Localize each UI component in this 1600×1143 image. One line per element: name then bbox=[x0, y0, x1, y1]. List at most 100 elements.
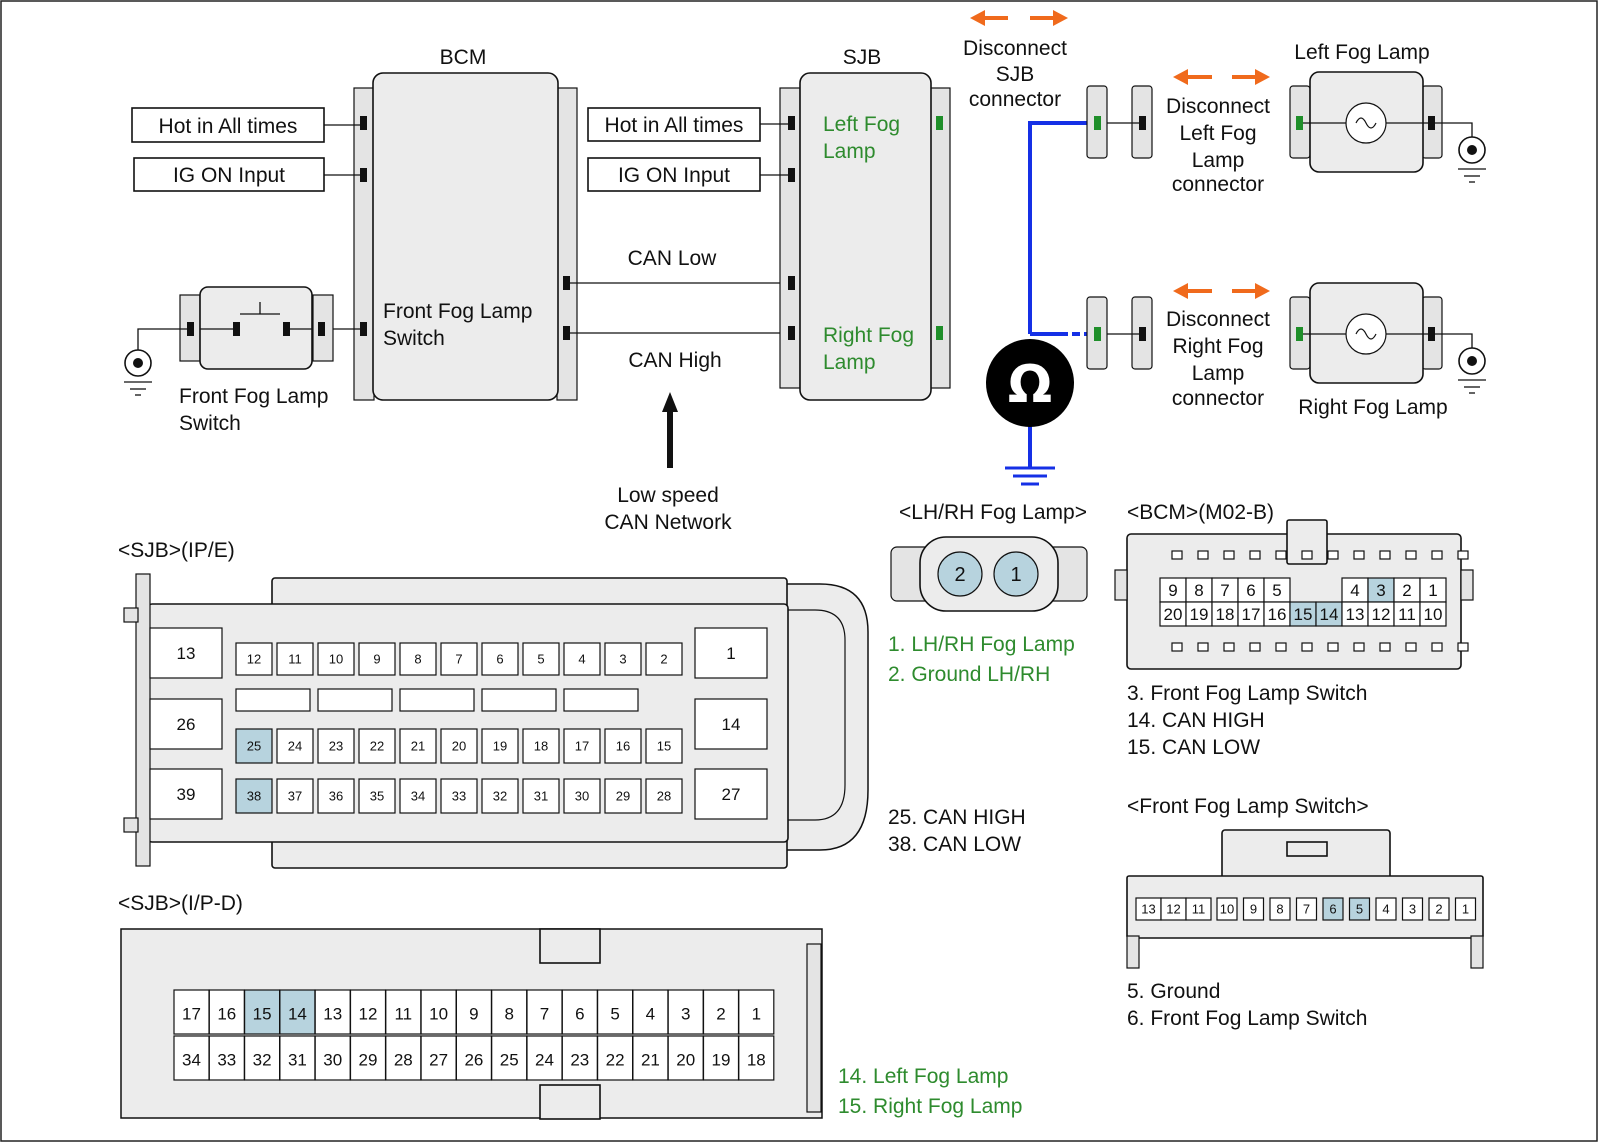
pin-cell bbox=[349, 1035, 387, 1081]
pin-cell bbox=[491, 989, 528, 1035]
pin-cell bbox=[1393, 601, 1421, 627]
fog-pin-2 bbox=[937, 551, 983, 597]
disconnect-right-3: Lamp bbox=[1192, 362, 1245, 385]
pin-cell bbox=[317, 688, 393, 712]
latch-tab bbox=[1223, 550, 1235, 560]
fog-legend-1: 1. LH/RH Fog Lamp bbox=[888, 633, 1075, 656]
fog-pin-2-label: 2 bbox=[954, 564, 965, 586]
arrow-left-icon bbox=[1173, 283, 1188, 299]
pin-cell bbox=[317, 642, 355, 676]
bcm-inputs: Hot in All times IG ON Input bbox=[131, 107, 360, 192]
pin-cell bbox=[358, 642, 396, 676]
sjb-ig-input: IG ON Input bbox=[618, 164, 730, 187]
pin-cell bbox=[491, 1035, 528, 1081]
pin-cell bbox=[399, 728, 437, 764]
pin-label: 20 bbox=[452, 739, 466, 754]
sjb-left-fog-1: Left Fog bbox=[823, 113, 900, 136]
latch-tab bbox=[1301, 550, 1313, 560]
latch-tab bbox=[1431, 642, 1443, 652]
pin-cell bbox=[244, 1035, 281, 1081]
pin-label: 5 bbox=[1356, 902, 1363, 917]
pin-label: 3 bbox=[681, 1005, 690, 1024]
sjb-module: SJB Left Fog Lamp Right Fog Lamp bbox=[779, 46, 951, 401]
pin-cell bbox=[526, 1035, 563, 1081]
pin-label: 21 bbox=[641, 1051, 660, 1070]
sjb-body bbox=[799, 72, 932, 401]
pin-cell bbox=[563, 688, 639, 712]
bcm-switch-label-1: Front Fog Lamp bbox=[383, 300, 532, 323]
latch-tab bbox=[1327, 642, 1339, 652]
bcm-conn-title: <BCM>(M02-B) bbox=[1127, 501, 1274, 524]
pin-cell bbox=[694, 768, 768, 820]
pin-cell bbox=[632, 989, 669, 1035]
latch-tab bbox=[1249, 642, 1261, 652]
pin-cell bbox=[399, 688, 475, 712]
latch-tab bbox=[1379, 642, 1391, 652]
pin-label: 30 bbox=[575, 789, 589, 804]
pin-label: 38 bbox=[247, 789, 261, 804]
pin-cell bbox=[1322, 897, 1344, 921]
pin-label: 2 bbox=[660, 652, 667, 667]
pin-label: 5 bbox=[1272, 581, 1281, 600]
can-high-label: CAN High bbox=[628, 349, 721, 372]
pin-label: 20 bbox=[676, 1051, 695, 1070]
pin-label: 26 bbox=[177, 715, 196, 734]
pin-label: 8 bbox=[1194, 581, 1203, 600]
pin-cell bbox=[526, 989, 563, 1035]
fog-pin-1 bbox=[993, 551, 1039, 597]
pin-cell bbox=[1159, 577, 1187, 603]
pin-cell bbox=[481, 778, 519, 814]
pin-label: 19 bbox=[493, 739, 507, 754]
ohmmeter-circuit: Ω bbox=[986, 121, 1095, 486]
pin-label: 18 bbox=[747, 1051, 766, 1070]
pin-label: 27 bbox=[722, 785, 741, 804]
pin-label: 28 bbox=[657, 789, 671, 804]
disconnect-left-1: Disconnect bbox=[1166, 95, 1270, 118]
latch-tab bbox=[1223, 642, 1235, 652]
disconnect-right-1: Disconnect bbox=[1166, 308, 1270, 331]
arrow-right-icon bbox=[1053, 10, 1068, 26]
pin-cell bbox=[1348, 897, 1371, 921]
pin-label: 12 bbox=[359, 1005, 378, 1024]
pin-label: 11 bbox=[394, 1005, 412, 1024]
can-bus: CAN Low CAN High Low speed CAN Network bbox=[570, 247, 788, 534]
disconnect-right-4: connector bbox=[1172, 387, 1264, 410]
pin-label: 34 bbox=[182, 1051, 201, 1070]
left-lamp-label: Left Fog Lamp bbox=[1294, 41, 1429, 64]
arrow-right-icon bbox=[1255, 283, 1270, 299]
pin-cell bbox=[563, 642, 601, 676]
latch-tab bbox=[1405, 550, 1417, 560]
fog-legend-2: 2. Ground LH/RH bbox=[888, 663, 1050, 686]
latch-tab bbox=[1353, 642, 1365, 652]
pin-label: 13 bbox=[1141, 902, 1155, 917]
pin-cell bbox=[358, 728, 396, 764]
disconnect-sjb-1: Disconnect bbox=[963, 37, 1067, 60]
pin-cell bbox=[645, 778, 683, 814]
pin-label: 21 bbox=[411, 739, 425, 754]
pin-cell bbox=[632, 1035, 669, 1081]
pin-label: 10 bbox=[429, 1005, 448, 1024]
pin-cell bbox=[276, 642, 314, 676]
pin-cell bbox=[563, 778, 601, 814]
pin-label: 10 bbox=[1220, 902, 1234, 917]
latch-tab bbox=[1197, 642, 1209, 652]
pin-cell bbox=[235, 728, 273, 764]
pin-cell bbox=[1269, 897, 1291, 921]
harness-connectors bbox=[1086, 85, 1153, 370]
pin-cell bbox=[455, 1035, 492, 1081]
pin-cell bbox=[1419, 601, 1447, 627]
pin-cell bbox=[399, 778, 437, 814]
pin-cell bbox=[694, 698, 768, 750]
ohm-symbol: Ω bbox=[1008, 355, 1052, 415]
pin-cell bbox=[420, 989, 457, 1035]
pin-label: 1 bbox=[752, 1005, 761, 1024]
pin-cell bbox=[314, 1035, 351, 1081]
pin-cell bbox=[1263, 601, 1291, 627]
pin-label: 31 bbox=[534, 789, 548, 804]
bcm-legend-3: 15. CAN LOW bbox=[1127, 736, 1260, 759]
pin-cell bbox=[149, 627, 223, 679]
